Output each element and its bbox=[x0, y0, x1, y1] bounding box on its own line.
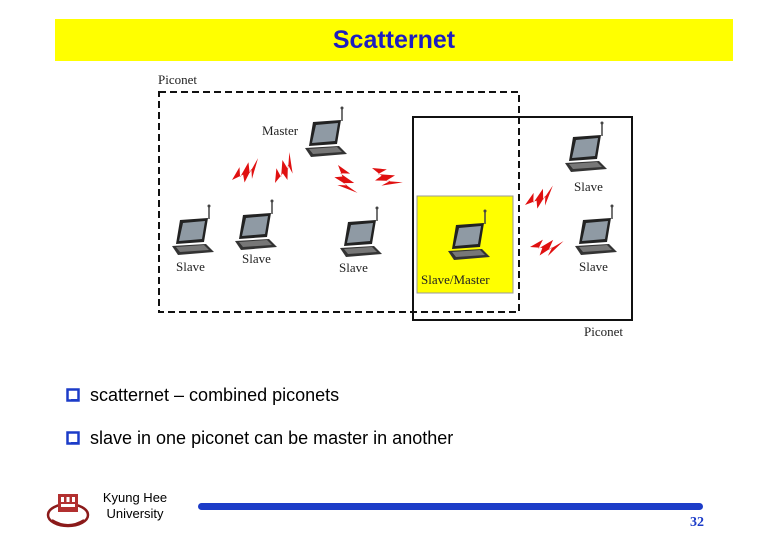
slave-3-laptop-icon bbox=[339, 205, 383, 258]
footer-org-line2: University bbox=[106, 506, 164, 521]
footer-divider bbox=[198, 503, 703, 510]
master-label: Master bbox=[262, 123, 299, 138]
checkbox-bullet-icon bbox=[66, 431, 80, 445]
slave-right-top-label: Slave bbox=[574, 179, 603, 194]
right-piconet-border bbox=[412, 116, 633, 321]
link-bolt-master-slave1 bbox=[228, 154, 266, 190]
slave-2-laptop-icon bbox=[234, 198, 278, 251]
link-bolt-slavemaster-right-bottom bbox=[529, 236, 566, 259]
slave-right-top-laptop-icon bbox=[564, 120, 608, 173]
link-bolt-master-slave2 bbox=[270, 150, 301, 189]
slave-right-bottom-laptop-icon bbox=[574, 203, 618, 256]
scatternet-diagram: Piconet Piconet Master Slave Slave Slave… bbox=[158, 72, 633, 339]
slide-title: Scatternet bbox=[332, 26, 456, 54]
slave-1-label: Slave bbox=[176, 259, 205, 274]
bullet-text: scatternet – combined piconets bbox=[90, 384, 340, 405]
page-number: 32 bbox=[690, 515, 704, 530]
slave-1-laptop-icon bbox=[171, 203, 215, 256]
slave-2-label: Slave bbox=[242, 251, 271, 266]
link-bolt-slavemaster-right-top bbox=[522, 181, 560, 215]
bullet-item: slave in one piconet can be master in an… bbox=[66, 426, 453, 450]
link-bolt-master-slavemaster bbox=[366, 163, 405, 194]
bullet-item: scatternet – combined piconets bbox=[66, 383, 339, 407]
footer-org-name: Kyung Hee University bbox=[94, 490, 176, 522]
master-laptop-icon bbox=[304, 105, 348, 158]
university-seal-logo bbox=[46, 494, 90, 528]
slave-3-label: Slave bbox=[339, 260, 368, 275]
link-bolt-master-slave3 bbox=[328, 162, 362, 200]
checkbox-bullet-icon bbox=[66, 388, 80, 402]
footer-org-line1: Kyung Hee bbox=[102, 490, 168, 505]
slave-right-bottom-label: Slave bbox=[579, 259, 608, 274]
slave-master-label: Slave/Master bbox=[421, 272, 490, 287]
title-bar: Scatternet bbox=[55, 19, 733, 61]
bullet-text: slave in one piconet can be master in an… bbox=[90, 427, 454, 448]
piconet-label-left: Piconet bbox=[158, 72, 197, 87]
piconet-label-right: Piconet bbox=[584, 324, 623, 339]
left-piconet-border bbox=[158, 91, 520, 313]
